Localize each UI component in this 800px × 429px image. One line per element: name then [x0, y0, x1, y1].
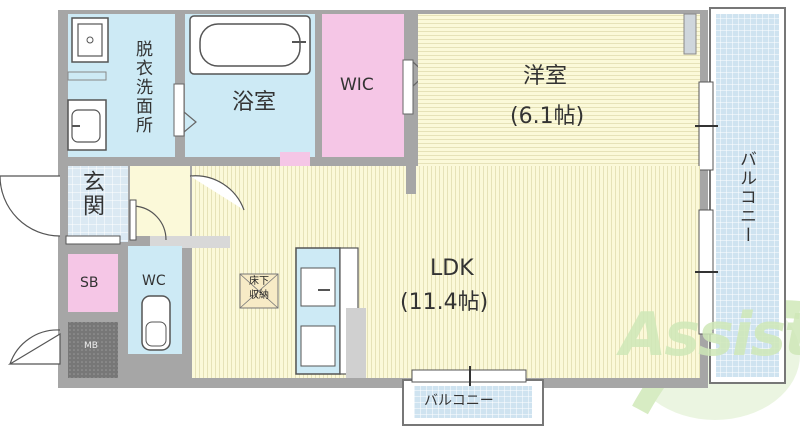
wic-label: WIC	[340, 75, 374, 95]
toilet-icon	[141, 295, 171, 351]
underfloor-label-1: 床下	[249, 276, 269, 287]
genkan-label: 玄関	[79, 170, 104, 218]
ldk-room	[192, 166, 700, 378]
balcony-right-label: バルコニー	[736, 150, 756, 245]
western-room-size: (6.1帖)	[510, 104, 585, 129]
ldk-name: LDK	[430, 256, 474, 281]
western-room-name: 洋室	[523, 64, 568, 89]
datsui-label: 脱衣洗面所	[132, 40, 152, 135]
sb-label: SB	[80, 275, 99, 291]
bathroom-label: 浴室	[232, 90, 277, 115]
ldk-size: (11.4帖)	[400, 290, 489, 315]
entrance-door	[0, 175, 61, 237]
wc-label: WC	[142, 273, 166, 289]
hallway	[130, 166, 190, 236]
meter-box	[68, 322, 118, 378]
genkan	[68, 166, 128, 242]
wic	[322, 14, 404, 157]
balcony-bottom-label: バルコニー	[424, 393, 494, 409]
western-room	[418, 14, 700, 194]
mb-label: MB	[84, 341, 98, 351]
assist-logo-text: Assist	[620, 300, 800, 370]
shoe-box	[68, 254, 118, 312]
underfloor-label-2: 収納	[249, 290, 269, 301]
